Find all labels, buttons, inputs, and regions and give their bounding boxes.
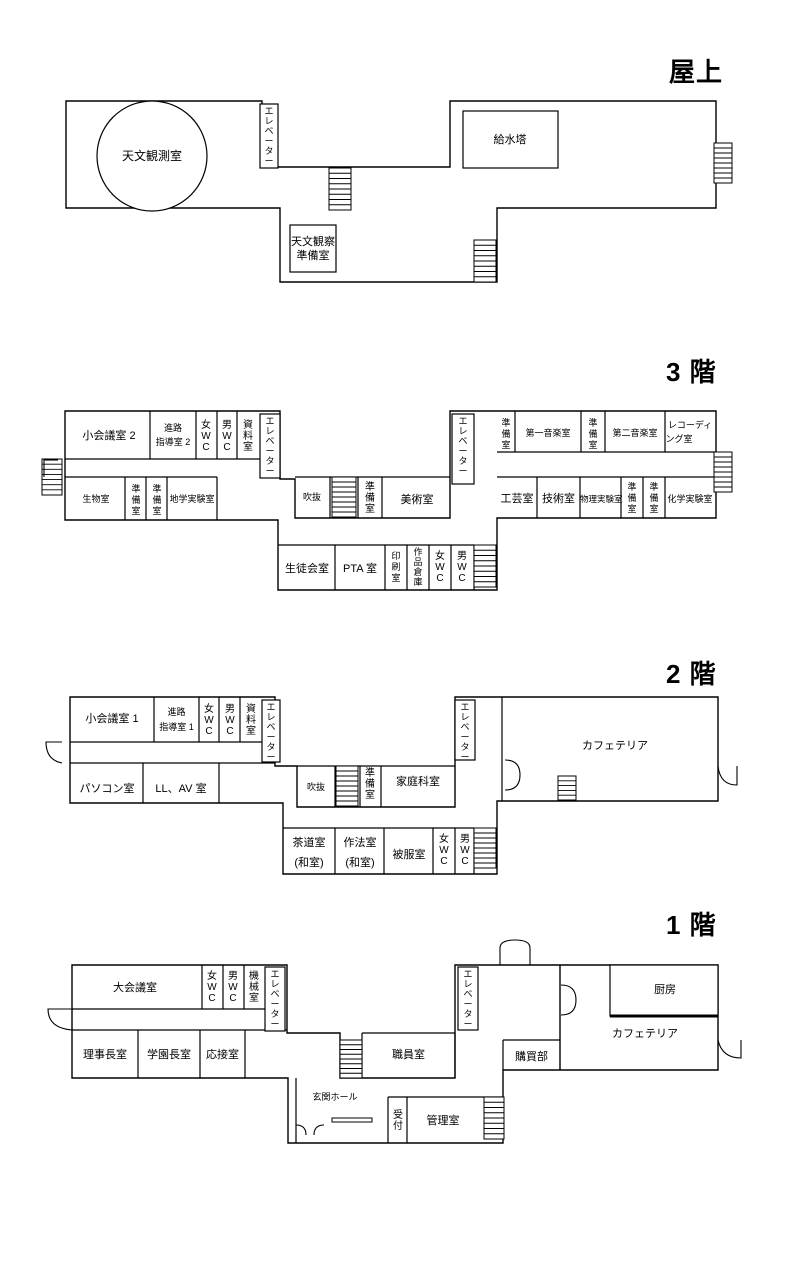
- room-prep-2f: 準備室: [365, 768, 375, 801]
- room-atrium-2f: 吹抜: [306, 782, 325, 792]
- room-career1-2: 指導室 1: [159, 722, 194, 732]
- room-lobby: 玄関ホール: [312, 1092, 358, 1102]
- room-storage: 作品倉庫: [413, 547, 423, 587]
- room-music1: 第一音楽室: [525, 428, 571, 438]
- roof-prep-room: [289, 224, 337, 273]
- room-craft: 工芸室: [500, 493, 534, 505]
- floor2-plan: [69, 696, 719, 875]
- water-tower: [462, 110, 559, 169]
- roof-title: 屋上: [669, 57, 724, 87]
- floor2-title: 2 階: [666, 659, 717, 689]
- room-career2-1: 進路: [163, 423, 182, 433]
- room-roof-prep-1: 天文観察: [291, 236, 335, 248]
- room-prep2-3f: 準備室: [588, 418, 598, 450]
- room-archive-3f: 資料室: [243, 420, 253, 453]
- room-staff: 職員室: [392, 1049, 425, 1061]
- room-reception: 受付: [393, 1110, 403, 1132]
- room-music2: 第二音楽室: [612, 428, 658, 438]
- room-wc-male-3f: 男WC: [222, 420, 232, 453]
- room-career1-1: 進路: [167, 707, 186, 717]
- room-machine: 機械室: [249, 971, 259, 1004]
- room-prep1-3f: 準備室: [501, 418, 511, 450]
- room-wc-female-2f-b: 女WC: [439, 834, 449, 867]
- elevator-3f-east: エレベーター: [458, 416, 468, 476]
- room-biology: 生物室: [82, 494, 110, 504]
- room-career2-2: 指導室 2: [155, 437, 191, 447]
- room-tea-2: (和室): [294, 857, 324, 869]
- room-meeting1: 小会議室 1: [85, 713, 139, 725]
- room-prep7-3f: 準備室: [649, 482, 659, 514]
- room-geo-lab: 地学実験室: [169, 494, 215, 504]
- floor3-plan: [64, 410, 717, 591]
- room-meeting2: 小会議室 2: [82, 430, 136, 442]
- floor1-title: 1 階: [666, 910, 717, 940]
- room-reception-room: 応接室: [206, 1049, 239, 1061]
- room-admin: 管理室: [426, 1115, 460, 1127]
- room-wc-male-1f: 男WC: [228, 971, 238, 1004]
- room-manners-2: (和室): [345, 857, 375, 869]
- room-pta: PTA 室: [342, 563, 378, 575]
- room-physics: 物理実験室: [580, 494, 623, 504]
- room-cafeteria-2f: カフェテリア: [582, 740, 648, 752]
- stairs-group: [41, 142, 733, 1140]
- room-wc-male-2f: 男WC: [225, 704, 235, 737]
- room-council: 生徒会室: [285, 563, 329, 575]
- elevator-1f-east: エレベーター: [463, 969, 473, 1029]
- room-tea-1: 茶道室: [292, 837, 326, 849]
- staircase: [557, 775, 577, 801]
- roof-elevator-label: エレベーター: [264, 106, 274, 166]
- room-chem: 化学実験室: [667, 494, 713, 504]
- room-prep3-3f: 準備室: [131, 484, 141, 516]
- room-clothing: 被服室: [392, 849, 426, 861]
- room-wc-female-1f: 女WC: [207, 971, 217, 1004]
- door-swings: [43, 459, 742, 1136]
- room-pc: パソコン室: [79, 783, 135, 795]
- room-wc-male-2f-b: 男WC: [460, 834, 470, 867]
- room-water-tower: 給水塔: [493, 134, 527, 146]
- room-art: 美術室: [400, 494, 434, 506]
- room-kitchen: 厨房: [654, 984, 676, 996]
- room-wc-female-2f: 女WC: [204, 704, 214, 737]
- elevator-3f-west: エレベーター: [265, 416, 275, 476]
- room-archive-2f: 資料室: [246, 704, 256, 737]
- room-print: 印刷室: [391, 551, 401, 583]
- room-prep6-3f: 準備室: [627, 482, 637, 514]
- room-store: 購買部: [515, 1051, 548, 1063]
- staircase: [41, 458, 63, 496]
- room-wc-male-3f-b: 男WC: [457, 551, 467, 584]
- roof-elevator: [259, 103, 279, 169]
- room-recording-2: ング室: [665, 434, 693, 444]
- room-prep5-3f: 準備室: [365, 482, 375, 515]
- kitchen-block: [609, 964, 719, 1017]
- roof-plan: [65, 100, 717, 283]
- room-wc-female-3f-b: 女WC: [435, 551, 445, 584]
- room-ll-av: LL、AV 室: [155, 783, 207, 795]
- elevator-2f-west: エレベーター: [266, 702, 276, 762]
- room-observatory: 天文観測室: [121, 149, 182, 163]
- floor3-title: 3 階: [666, 357, 717, 387]
- observatory-dome: [96, 100, 208, 212]
- room-tech: 技術室: [542, 493, 575, 505]
- room-wc-female-3f: 女WC: [201, 420, 211, 453]
- elevator-1f-west: エレベーター: [270, 969, 280, 1029]
- elevator-2f-east: エレベーター: [460, 702, 470, 762]
- room-director: 理事長室: [83, 1049, 127, 1061]
- room-principal: 学園長室: [147, 1049, 191, 1061]
- room-prep4-3f: 準備室: [152, 484, 162, 516]
- floor1-plan: [71, 964, 719, 1144]
- room-manners-1: 作法室: [343, 837, 377, 849]
- room-roof-prep-2: 準備室: [296, 250, 330, 262]
- room-cafeteria-1f: カフェテリア: [612, 1028, 678, 1040]
- room-hall: 大会議室: [113, 982, 157, 994]
- room-recording-1: レコーディ: [667, 420, 713, 430]
- room-atrium-3f: 吹抜: [302, 492, 321, 502]
- room-home-ec: 家庭科室: [396, 776, 440, 788]
